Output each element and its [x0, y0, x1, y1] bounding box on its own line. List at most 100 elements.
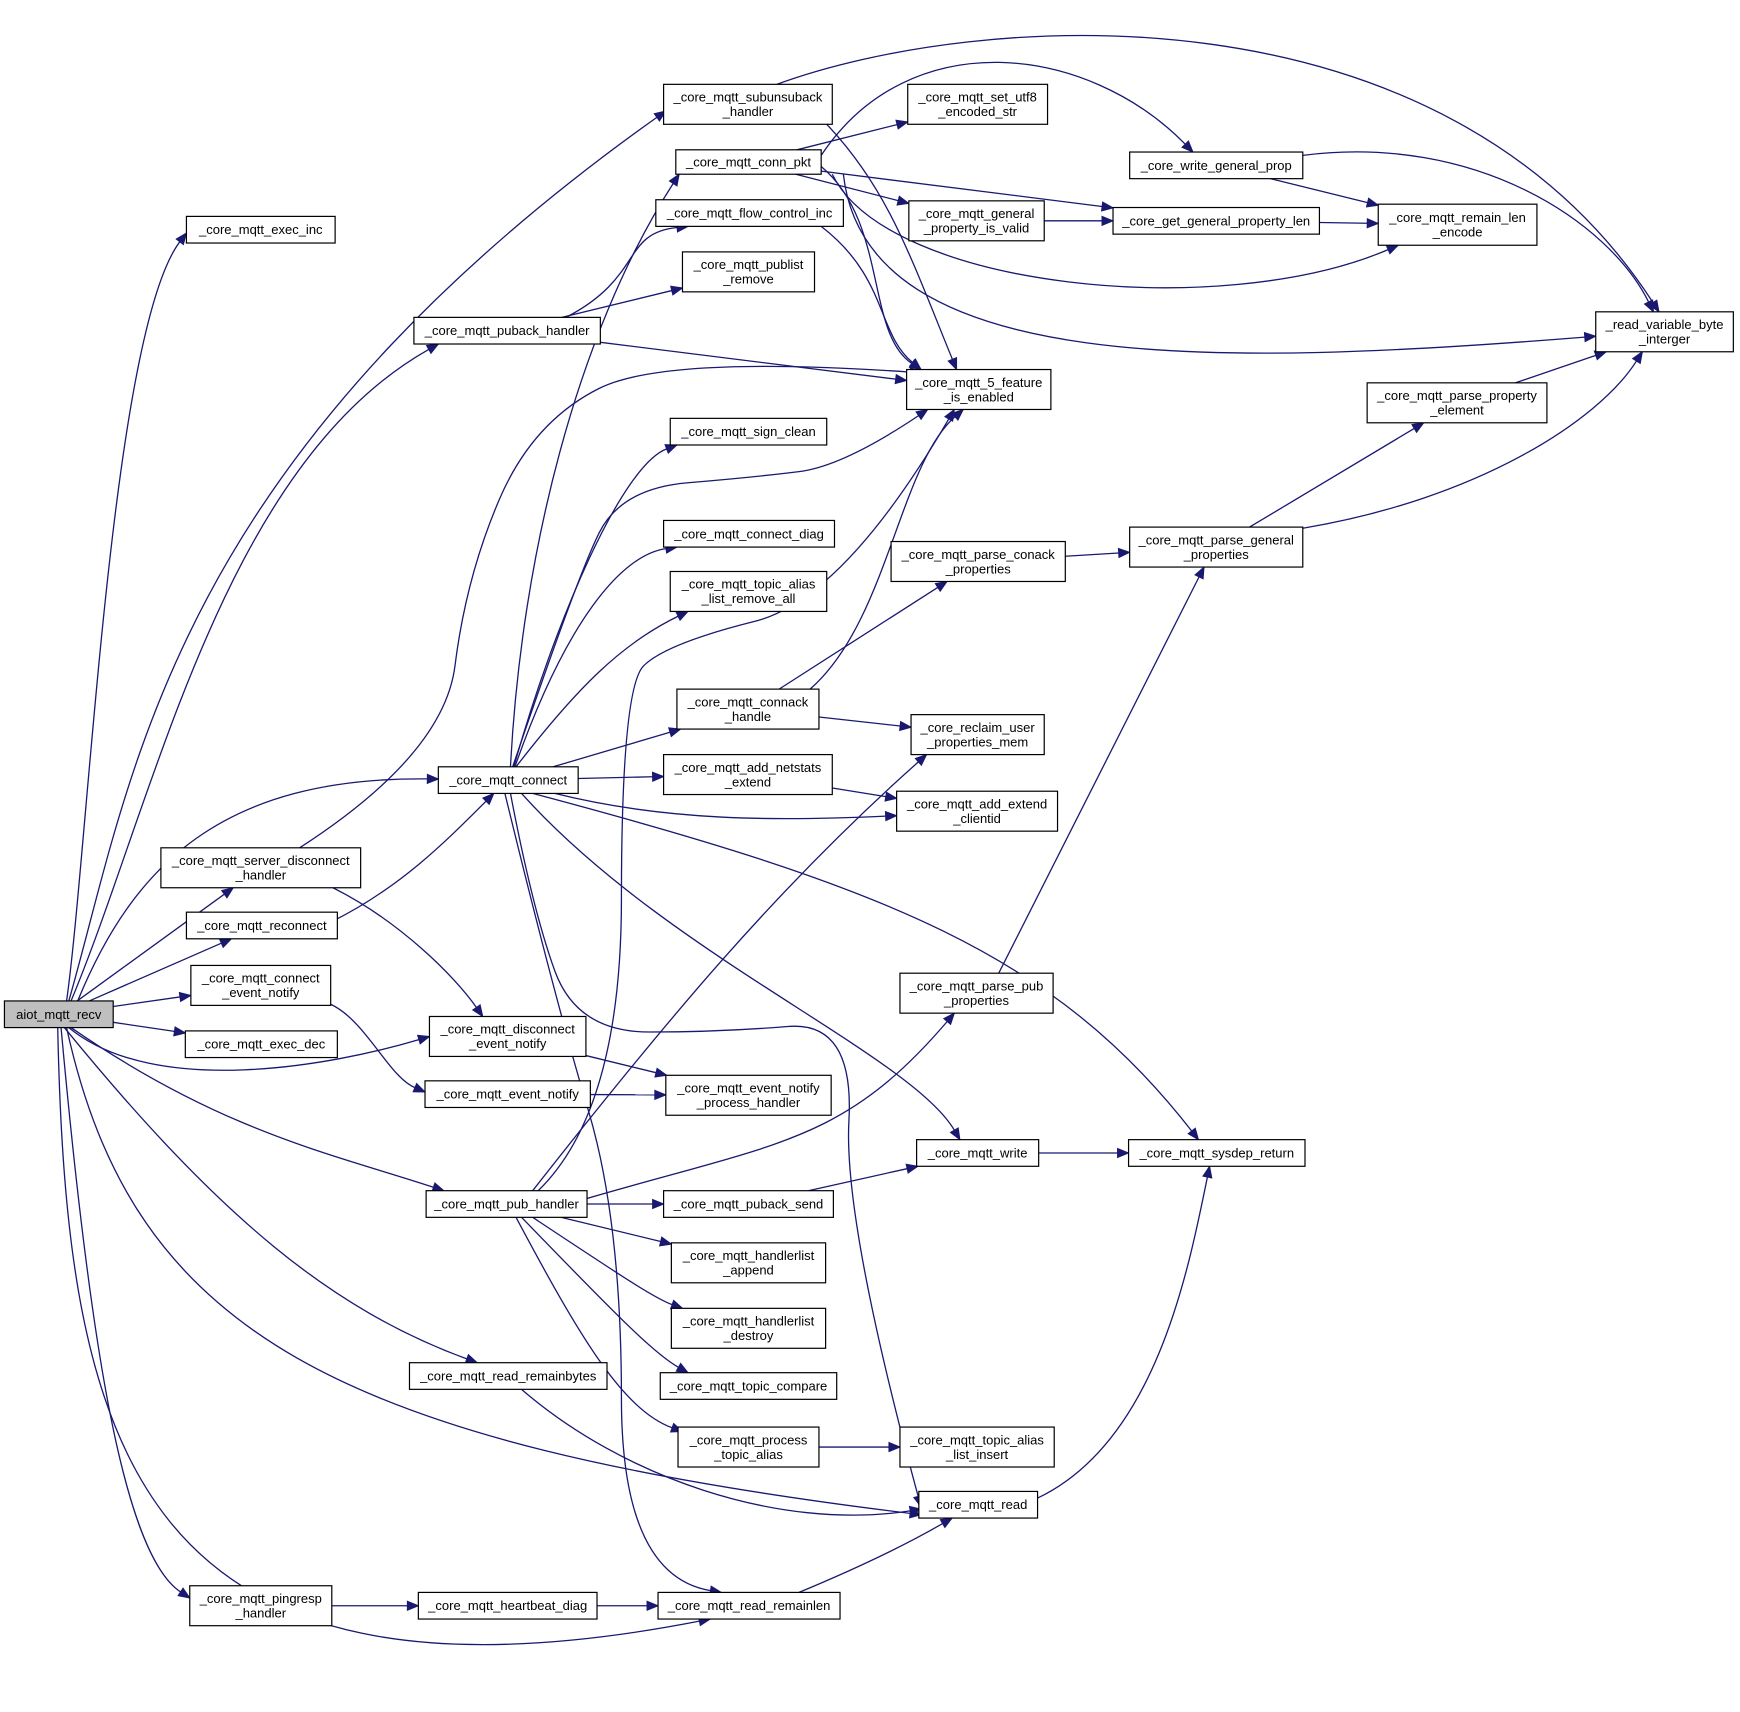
arrowhead	[939, 1517, 954, 1529]
node-box	[1366, 382, 1548, 424]
node-disconnect-event-notify[interactable]: _core_mqtt_disconnect_event_notify	[428, 1015, 587, 1058]
edge-conn_pkt-to-feature_enabled	[820, 165, 923, 371]
node-label-line: _extend	[724, 774, 771, 789]
node-pingresp-handler[interactable]: _core_mqtt_pingresp_handler	[189, 1585, 333, 1627]
edge-connect-to-write	[521, 792, 961, 1141]
node-label-line: _core_mqtt_pub_handler	[433, 1197, 579, 1212]
node-pub-handler[interactable]: _core_mqtt_pub_handler	[425, 1190, 588, 1218]
node-label-line: _handler	[234, 1605, 286, 1620]
node-aiot-mqtt-recv[interactable]: aiot_mqtt_recv	[3, 1000, 114, 1029]
node-feature-enabled[interactable]: _core_mqtt_5_feature_is_enabled	[906, 368, 1052, 411]
node-label-line: _core_mqtt_parse_general	[1138, 532, 1294, 547]
node-exec-dec[interactable]: _core_mqtt_exec_dec	[184, 1030, 338, 1059]
edge-aiot_mqtt_recv-to-connect	[77, 773, 440, 1002]
node-box	[1595, 311, 1734, 353]
node-reclaim-user-properties[interactable]: _core_reclaim_user_properties_mem	[910, 714, 1045, 756]
node-conn-pkt[interactable]: _core_mqtt_conn_pkt	[675, 149, 822, 175]
arrowhead	[944, 408, 956, 423]
node-label-line: _event_notify	[468, 1036, 547, 1051]
node-process-topic-alias[interactable]: _core_mqtt_process_topic_alias	[677, 1426, 820, 1468]
node-read-remainbytes[interactable]: _core_mqtt_read_remainbytes	[408, 1362, 608, 1390]
node-box	[907, 83, 1049, 125]
edge-connect-to-add_netstats_extend	[578, 771, 665, 783]
arrowhead	[1101, 215, 1115, 227]
node-parse-general-properties[interactable]: _core_mqtt_parse_general_properties	[1129, 526, 1304, 568]
node-add-extend-clientid[interactable]: _core_mqtt_add_extend_clientid	[896, 790, 1059, 832]
edge-parse_conack_properties-to-parse_general_properties	[1065, 547, 1131, 559]
node-label-line: _core_mqtt_connack	[687, 694, 809, 709]
node-connect-diag[interactable]: _core_mqtt_connect_diag	[662, 519, 836, 548]
arrowhead	[464, 1353, 479, 1364]
node-label-line: _element	[1429, 403, 1484, 418]
node-write[interactable]: _core_mqtt_write	[916, 1139, 1040, 1167]
node-label-line: _handler	[722, 104, 774, 119]
node-subunsuback[interactable]: _core_mqtt_subunsuback_handler	[662, 83, 833, 125]
edge-get_general_property_len-to-remain_len_encode	[1319, 218, 1380, 229]
arrowhead	[951, 408, 965, 422]
node-sign-clean[interactable]: _core_mqtt_sign_clean	[669, 417, 828, 446]
node-event-notify[interactable]: _core_mqtt_event_notify	[424, 1080, 591, 1109]
node-write-general-prop[interactable]: _core_write_general_prop	[1129, 151, 1304, 180]
node-parse-property-element[interactable]: _core_mqtt_parse_property_element	[1366, 382, 1548, 424]
node-publist-remove[interactable]: _core_mqtt_publist_remove	[681, 251, 816, 293]
node-parse-conack-properties[interactable]: _core_mqtt_parse_conack_properties	[890, 540, 1066, 583]
node-puback-send[interactable]: _core_mqtt_puback_send	[662, 1190, 834, 1218]
node-flow-control-inc[interactable]: _core_mqtt_flow_control_inc	[655, 199, 844, 227]
arrowhead	[654, 1089, 668, 1101]
arrowhead	[471, 1004, 484, 1018]
node-reconnect[interactable]: _core_mqtt_reconnect	[185, 911, 338, 940]
edge-read_remainbytes-to-read	[521, 1388, 923, 1517]
arrowhead	[425, 343, 440, 355]
node-connect-event-notify[interactable]: _core_mqtt_connect_event_notify	[190, 964, 332, 1006]
edge-flow_control_inc-to-feature_enabled	[820, 225, 923, 371]
node-label-line: _core_mqtt_reconnect	[196, 918, 327, 933]
arrowhead	[949, 1127, 961, 1141]
arrowhead	[899, 720, 913, 732]
edge-conn_pkt-to-set_utf8	[796, 119, 910, 151]
edge-aiot_mqtt_recv-to-puback_handler	[70, 343, 440, 1002]
arrowhead	[175, 231, 188, 246]
node-box	[669, 570, 828, 613]
node-remain-len-encode[interactable]: _core_mqtt_remain_len_encode	[1377, 203, 1538, 246]
node-label-line: _core_mqtt_connect	[201, 971, 320, 986]
node-connect[interactable]: _core_mqtt_connect	[437, 766, 579, 795]
node-connack-handle[interactable]: _core_mqtt_connack_handle	[676, 688, 820, 730]
node-topic-alias-list-insert[interactable]: _core_mqtt_topic_alias_list_insert	[899, 1426, 1055, 1468]
node-box	[675, 149, 822, 175]
node-box	[1127, 1139, 1306, 1167]
node-puback-handler[interactable]: _core_mqtt_puback_handler	[413, 316, 601, 345]
node-label-line: _core_mqtt_exec_inc	[198, 222, 323, 237]
edge-connect-to-connect_diag	[514, 543, 679, 768]
node-set-utf8[interactable]: _core_mqtt_set_utf8_encoded_str	[907, 83, 1049, 125]
node-exec-inc[interactable]: _core_mqtt_exec_inc	[185, 215, 336, 244]
node-label-line: _core_mqtt_flow_control_inc	[666, 206, 833, 221]
node-read[interactable]: _core_mqtt_read	[918, 1490, 1039, 1519]
node-read-remainlen[interactable]: _core_mqtt_read_remainlen	[657, 1591, 841, 1620]
node-box	[677, 1426, 820, 1468]
node-get-general-property-len[interactable]: _core_get_general_property_len	[1112, 206, 1321, 235]
node-read-variable-byte[interactable]: _read_variable_byte_interger	[1595, 311, 1734, 353]
node-heartbeat-diag[interactable]: _core_mqtt_heartbeat_diag	[417, 1591, 598, 1620]
node-topic-compare[interactable]: _core_mqtt_topic_compare	[659, 1372, 838, 1400]
edge-write_general_prop-to-remain_len_encode	[1270, 178, 1380, 208]
node-parse-pub-properties[interactable]: _core_mqtt_parse_pub_properties	[899, 972, 1054, 1014]
edge-read-to-sysdep_return	[1037, 1164, 1213, 1499]
edge-connect-to-add_extend_clientid	[554, 792, 898, 822]
arrowhead	[1194, 565, 1205, 580]
node-server-disconnect-handler[interactable]: _core_mqtt_server_disconnect_handler	[160, 847, 362, 889]
node-handlerlist-append[interactable]: _core_mqtt_handlerlist_append	[670, 1242, 827, 1284]
node-handlerlist-destroy[interactable]: _core_mqtt_handlerlist_destroy	[670, 1307, 827, 1349]
node-topic-alias-remove-all[interactable]: _core_mqtt_topic_alias_list_remove_all	[669, 570, 828, 613]
node-add-netstats-extend[interactable]: _core_mqtt_add_netstats_extend	[662, 753, 833, 796]
node-box	[185, 215, 336, 244]
edge-connect-to-sign_clean	[513, 444, 679, 767]
node-box	[899, 1426, 1055, 1468]
node-sysdep-return[interactable]: _core_mqtt_sysdep_return	[1127, 1139, 1306, 1167]
edge-add_netstats_extend-to-add_extend_clientid	[832, 787, 898, 802]
arrowhead	[1117, 547, 1131, 559]
arrowhead	[646, 1600, 660, 1611]
node-box	[908, 200, 1045, 242]
node-event-notify-process-handler[interactable]: _core_mqtt_event_notify_process_handler	[665, 1074, 832, 1116]
node-general-property-is-valid[interactable]: _core_mqtt_general_property_is_valid	[908, 200, 1045, 242]
node-label-line: _core_mqtt_puback_send	[673, 1197, 824, 1212]
